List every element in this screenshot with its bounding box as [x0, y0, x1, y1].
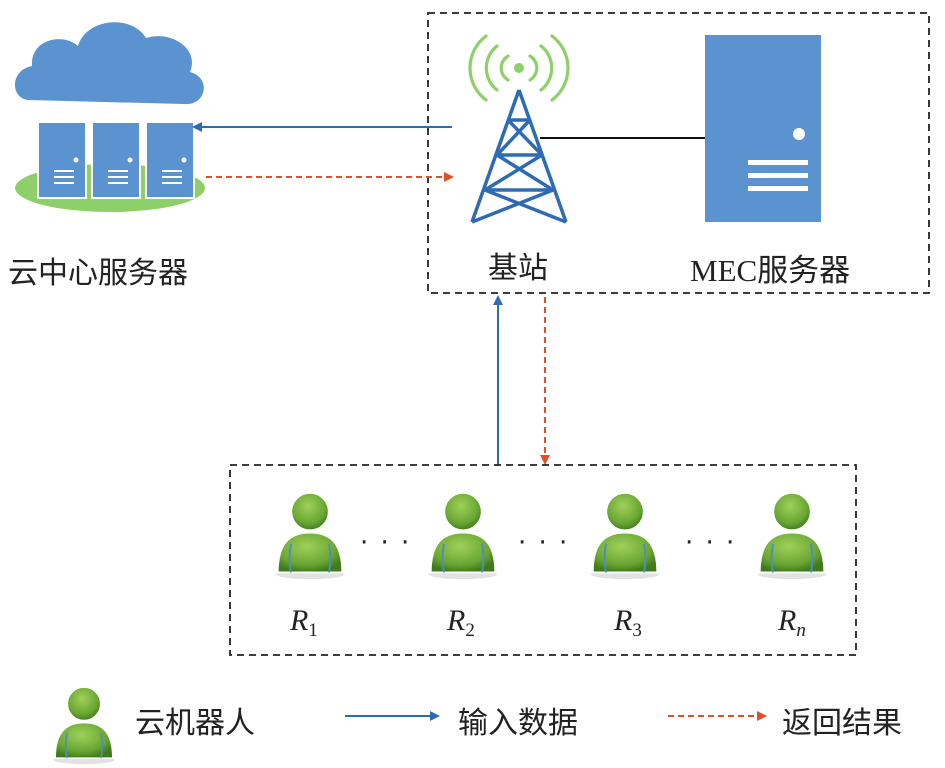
mec-server-icon [705, 35, 821, 222]
base-station-icon [468, 34, 570, 224]
legend-robot-label: 云机器人 [135, 706, 255, 741]
mec-server-label: MEC服务器 [690, 253, 851, 288]
robot-label-n: Rn [778, 604, 806, 641]
cloud-server-icon [14, 22, 205, 212]
cloud-server-label: 云中心服务器 [8, 256, 188, 291]
robot-icon [756, 491, 828, 580]
ellipsis: · · · [360, 528, 412, 558]
legend-robot-icon [52, 685, 116, 765]
base-station-label: 基站 [488, 251, 548, 286]
edge-group-box [427, 12, 930, 294]
robot-label-1: R1 [290, 604, 318, 641]
robot-label-3: R3 [614, 604, 642, 641]
ellipsis: · · · [685, 528, 737, 558]
legend-input-label: 输入数据 [458, 706, 578, 741]
robot-icon [427, 491, 499, 580]
robot-group-box [229, 464, 857, 656]
robot-icon [274, 491, 346, 580]
legend-result-label: 返回结果 [782, 706, 902, 741]
robot-icon [589, 491, 661, 580]
ellipsis: · · · [518, 528, 570, 558]
robot-label-2: R2 [447, 604, 475, 641]
